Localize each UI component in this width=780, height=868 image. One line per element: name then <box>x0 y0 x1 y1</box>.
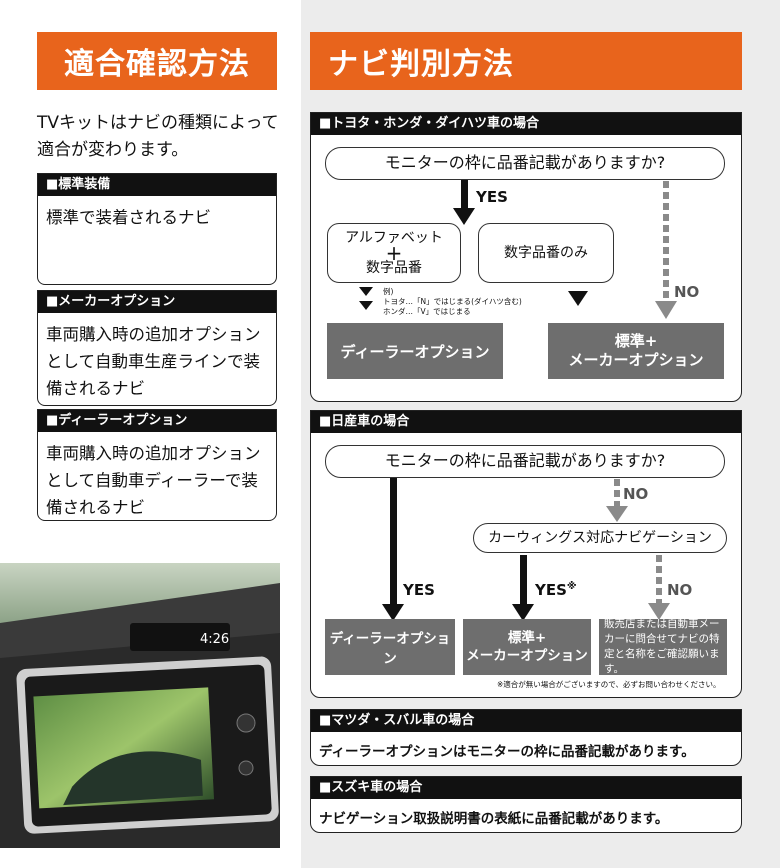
type-dealer-option-head: ■ディーラーオプション <box>38 410 276 432</box>
car-navi-photo: 4:26 <box>0 563 280 848</box>
nissan-yes2-text: YES <box>535 581 567 599</box>
mazda-text: ディーラーオプションはモニターの枠に品番記載があります。 <box>319 744 695 760</box>
section-nissan-head: ■日産車の場合 <box>311 411 741 433</box>
nissan-footnote: ※適合が無い場合がございますので、必ずお問い合わせください。 <box>497 680 721 689</box>
toyota-result-standard-line2: メーカーオプション <box>568 351 704 369</box>
toyota-example-line2: トヨタ…「N」ではじまる(ダイハツ含む) <box>383 297 522 306</box>
section-suzuki: ■スズキ車の場合 ナビゲーション取扱説明書の表紙に品番記載があります。 <box>310 776 742 833</box>
section-suzuki-head: ■スズキ車の場合 <box>311 777 741 799</box>
toyota-no-label: NO <box>674 283 700 301</box>
section-mazda-head: ■マツダ・スバル車の場合 <box>311 710 741 732</box>
type-maker-option-head: ■メーカーオプション <box>38 291 276 313</box>
nissan-yes1-label: YES <box>403 581 435 599</box>
type-maker-option: ■メーカーオプション 車両購入時の追加オプションとして自動車生産ラインで装備され… <box>37 290 277 406</box>
nissan-no1-label: NO <box>623 485 649 503</box>
nissan-result-standard-line2: メーカーオプション <box>466 648 588 664</box>
toyota-example: 例) トヨタ…「N」ではじまる(ダイハツ含む) ホンダ…「V」ではじまる <box>383 287 522 317</box>
right-title: ナビ判別方法 <box>310 32 742 90</box>
left-title: 適合確認方法 <box>37 32 277 90</box>
type-standard-body: 標準で装着されるナビ <box>46 208 211 227</box>
toyota-box-alpha: アルファベット + 数字品番 <box>327 223 461 283</box>
toyota-result-standard: 標準+ メーカーオプション <box>548 323 724 379</box>
nissan-question: モニターの枠に品番記載がありますか? <box>325 445 725 478</box>
nissan-result-dealer: ディーラーオプション <box>325 619 455 675</box>
toyota-arrows <box>359 180 677 319</box>
toyota-yes-label: YES <box>476 188 508 206</box>
toyota-box-alpha-line1: アルファベット <box>345 230 443 246</box>
type-standard: ■標準装備 標準で装着されるナビ <box>37 173 277 285</box>
nissan-result-inquiry: 販売店または自動車メーカーに問合せてナビの特定と名称をご確認願います。 <box>599 618 727 675</box>
clock-text: 4:26 <box>200 632 229 647</box>
nissan-yes2-label: YES※ <box>535 581 577 599</box>
type-dealer-option: ■ディーラーオプション 車両購入時の追加オプションとして自動車ディーラーで装備さ… <box>37 409 277 521</box>
toyota-box-number-only: 数字品番のみ <box>478 223 614 283</box>
toyota-question: モニターの枠に品番記載がありますか? <box>325 147 725 180</box>
nissan-result-standard: 標準+ メーカーオプション <box>463 619 591 675</box>
section-mazda: ■マツダ・スバル車の場合 ディーラーオプションはモニターの枠に品番記載があります… <box>310 709 742 766</box>
car-navi-illustration: 4:26 <box>0 563 280 848</box>
section-toyota: ■トヨタ・ホンダ・ダイハツ車の場合 モニターの枠に品番記載がありますか? YES… <box>310 112 742 402</box>
type-dealer-option-body: 車両購入時の追加オプションとして自動車ディーラーで装備されるナビ <box>46 444 261 517</box>
nissan-no2-label: NO <box>667 581 693 599</box>
type-maker-option-body: 車両購入時の追加オプションとして自動車生産ラインで装備されるナビ <box>46 325 261 398</box>
toyota-box-alpha-line2: 数字品番 <box>366 260 422 276</box>
nissan-yes2-mark: ※ <box>566 581 577 592</box>
nissan-arrows <box>382 478 670 621</box>
suzuki-text: ナビゲーション取扱説明書の表紙に品番記載があります。 <box>319 811 669 827</box>
toyota-result-standard-line1: 標準+ <box>614 332 658 350</box>
type-standard-head: ■標準装備 <box>38 174 276 196</box>
nissan-result-standard-line1: 標準+ <box>507 630 547 646</box>
section-toyota-head: ■トヨタ・ホンダ・ダイハツ車の場合 <box>311 113 741 135</box>
nissan-carwings: カーウィングス対応ナビゲーション <box>473 523 727 553</box>
section-nissan: ■日産車の場合 モニターの枠に品番記載がありますか? NO カーウィングス対応ナ… <box>310 410 742 698</box>
toyota-example-line3: ホンダ…「V」ではじまる <box>383 307 471 316</box>
toyota-example-line1: 例) <box>383 287 394 296</box>
left-intro: TVキットはナビの種類によって適合が変わります。 <box>37 113 279 160</box>
toyota-result-dealer: ディーラーオプション <box>327 323 503 379</box>
toyota-box-alpha-plus: + <box>385 241 403 265</box>
